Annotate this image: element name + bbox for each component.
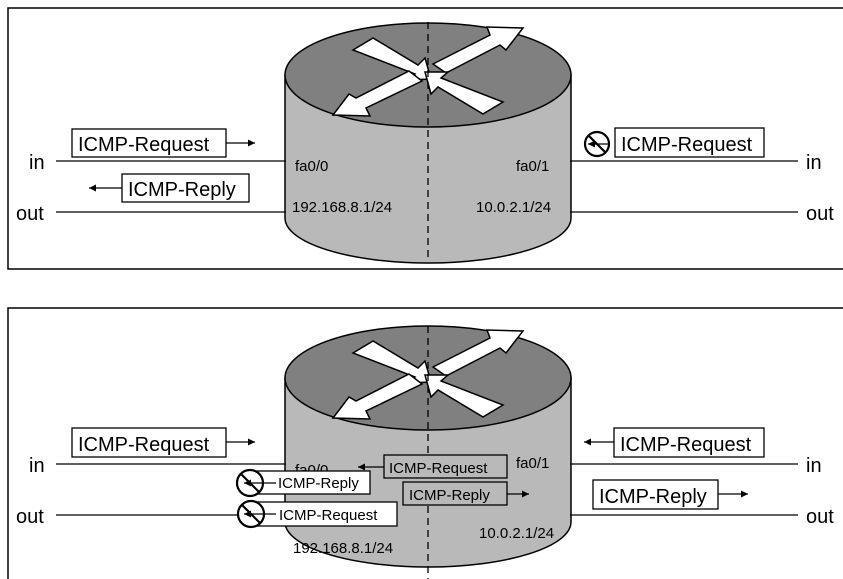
interface-fa0-0-ip: 192.168.8.1/24 bbox=[292, 199, 392, 216]
right-icmp-request-label: ICMP-Request bbox=[620, 434, 752, 456]
left-icmp-request: ICMP-Request bbox=[71, 128, 255, 158]
left-icmp-reply: ICMP-Reply bbox=[89, 173, 250, 203]
inner-icmp-request: ICMP-Request bbox=[358, 454, 508, 479]
left-icmp-request-label: ICMP-Request bbox=[78, 434, 210, 456]
right-in-label: in bbox=[806, 152, 822, 174]
prohibited-icon bbox=[235, 468, 276, 498]
interface-fa0-1-label: fa0/1 bbox=[516, 455, 549, 472]
router-icon bbox=[284, 22, 572, 264]
interface-fa0-1-ip: 10.0.2.1/24 bbox=[479, 525, 554, 542]
interface-fa0-0-label: fa0/0 bbox=[295, 158, 328, 175]
right-icmp-request-label: ICMP-Request bbox=[621, 134, 753, 156]
top-diagram-panel: in out in out fa0/0 192.168.8.1/24 fa0/1… bbox=[0, 0, 843, 280]
bottom-frame bbox=[7, 307, 843, 579]
interface-fa0-1-ip: 10.0.2.1/24 bbox=[476, 199, 551, 216]
prohibited-icon bbox=[236, 499, 276, 529]
inner-icmp-request-label: ICMP-Request bbox=[389, 460, 488, 477]
right-out-label: out bbox=[806, 506, 834, 528]
interface-fa0-1-label: fa0/1 bbox=[516, 158, 549, 175]
top-frame bbox=[7, 7, 843, 270]
left-icmp-reply-label: ICMP-Reply bbox=[128, 179, 236, 201]
right-out-label: out bbox=[806, 203, 834, 225]
top-diagram: in out in out fa0/0 192.168.8.1/24 fa0/1… bbox=[7, 7, 843, 270]
right-icmp-reply-label: ICMP-Reply bbox=[599, 486, 707, 508]
left-in-label: in bbox=[29, 455, 45, 477]
blocked-icmp-reply-label: ICMP-Reply bbox=[278, 475, 359, 492]
bottom-diagram-panel: in out in out fa0/0 192.168.8.1/24 fa0/1… bbox=[0, 296, 843, 579]
left-out-label: out bbox=[16, 203, 44, 225]
bottom-diagram: in out in out fa0/0 192.168.8.1/24 fa0/1… bbox=[7, 307, 843, 579]
left-in-label: in bbox=[29, 152, 45, 174]
right-in-label: in bbox=[806, 455, 822, 477]
inner-icmp-reply-label: ICMP-Reply bbox=[409, 487, 490, 504]
left-icmp-request: ICMP-Request bbox=[71, 427, 255, 458]
right-icmp-reply: ICMP-Reply bbox=[592, 479, 748, 510]
inner-icmp-reply: ICMP-Reply bbox=[402, 481, 529, 506]
blocked-icmp-request-label: ICMP-Request bbox=[279, 507, 378, 524]
interface-fa0-0-ip: 192.168.8.1/24 bbox=[293, 540, 393, 557]
blocked-icmp-reply: ICMP-Reply bbox=[235, 468, 371, 498]
prohibited-icon bbox=[583, 130, 611, 158]
left-icmp-request-label: ICMP-Request bbox=[78, 134, 210, 156]
left-out-label: out bbox=[16, 506, 44, 528]
blocked-icmp-request: ICMP-Request bbox=[236, 499, 398, 529]
right-blocked-icmp-request: ICMP-Request bbox=[583, 127, 765, 158]
right-icmp-request: ICMP-Request bbox=[584, 427, 765, 458]
